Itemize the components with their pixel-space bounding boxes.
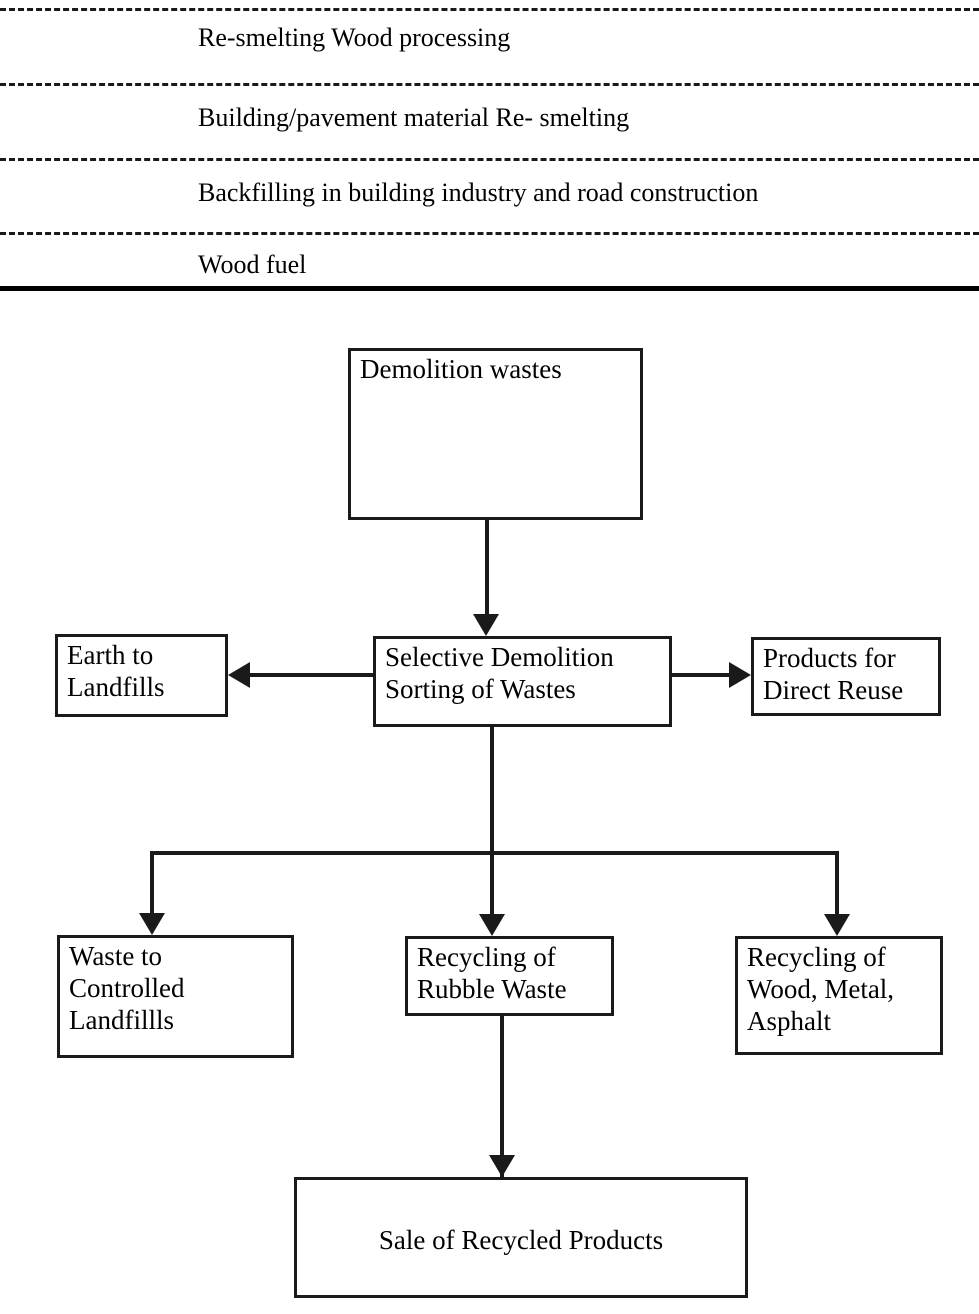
node-selective-demolition-sorting[interactable]: Selective Demolition Sorting of Wastes (373, 636, 672, 727)
connector-sorting-trunk (490, 727, 494, 853)
table-divider-2 (0, 158, 979, 161)
node-sale-of-recycled-products-label: Sale of Recycled Products (378, 1225, 664, 1255)
arrowhead-sorting-to-products (729, 662, 751, 688)
connector-bus-to-wood-metal-recycling (835, 851, 839, 932)
arrowhead-demolition-to-sorting (473, 614, 499, 636)
node-waste-to-controlled-landfills-label: Waste to Controlled Landfillls (69, 941, 185, 1035)
node-recycling-wood-metal-asphalt-label: Recycling of Wood, Metal, Asphalt (747, 942, 895, 1036)
arrowhead-sorting-to-earth (228, 662, 250, 688)
connector-sorting-to-earth (250, 673, 373, 677)
node-demolition-wastes-label: Demolition wastes (360, 354, 562, 384)
node-recycling-rubble-waste-label: Recycling of Rubble Waste (417, 942, 567, 1004)
connector-sorting-to-products (672, 673, 730, 677)
demolition-waste-flowchart: Demolition wastes Selective Demolition S… (0, 292, 979, 1314)
table-divider-1 (0, 83, 979, 86)
arrowhead-bus-to-wood-metal-recycling (824, 914, 850, 936)
table-row-label-1: Re-smelting Wood processing (198, 23, 511, 52)
node-products-direct-reuse[interactable]: Products for Direct Reuse (751, 637, 941, 716)
table-divider-top (0, 8, 979, 11)
arrowhead-rubble-to-sale (489, 1155, 515, 1177)
connector-bus-horizontal (150, 851, 839, 855)
connector-bus-to-rubble-recycling (490, 851, 494, 932)
connector-bus-to-waste-controlled (150, 851, 154, 931)
arrowhead-bus-to-waste-controlled (139, 913, 165, 935)
table-row-label-3: Backfilling in building industry and roa… (198, 178, 759, 207)
connector-rubble-to-sale (500, 1016, 504, 1177)
node-sale-of-recycled-products[interactable]: Sale of Recycled Products (294, 1177, 748, 1298)
arrowhead-bus-to-rubble-recycling (479, 914, 505, 936)
node-recycling-wood-metal-asphalt[interactable]: Recycling of Wood, Metal, Asphalt (735, 936, 943, 1055)
table-divider-3 (0, 232, 979, 235)
node-earth-to-landfills[interactable]: Earth to Landfills (55, 634, 228, 717)
node-waste-to-controlled-landfills[interactable]: Waste to Controlled Landfillls (57, 935, 294, 1058)
table-row-label-2: Building/pavement material Re- smelting (198, 103, 630, 132)
table-divider-bottom (0, 286, 979, 291)
node-products-direct-reuse-label: Products for Direct Reuse (763, 643, 904, 705)
node-recycling-rubble-waste[interactable]: Recycling of Rubble Waste (405, 936, 614, 1016)
options-table: Re-smelting Wood processing Building/pav… (0, 0, 979, 292)
node-earth-to-landfills-label: Earth to Landfills (67, 640, 165, 702)
table-row-label-4: Wood fuel (198, 250, 307, 279)
node-selective-demolition-sorting-label: Selective Demolition Sorting of Wastes (385, 642, 614, 704)
connector-demolition-to-sorting (485, 520, 489, 616)
node-demolition-wastes[interactable]: Demolition wastes (348, 348, 643, 520)
